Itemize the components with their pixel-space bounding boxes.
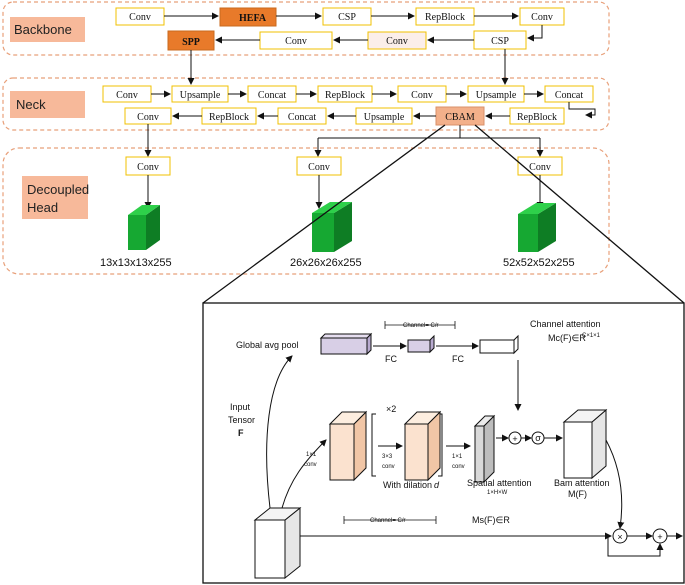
nk-repblock1-label: RepBlock	[325, 90, 365, 101]
conv3-label-1: 3×3	[382, 454, 393, 460]
zoom-line-right	[474, 124, 685, 304]
hd-conv1-label: Conv	[137, 162, 159, 173]
neck-label: Neck	[16, 97, 46, 112]
spatial-attention-label: Spatial attention	[467, 478, 532, 488]
input-to-conv-arrow	[281, 439, 327, 509]
global-avg-pool-label: Global avg pool	[236, 340, 299, 350]
channel-formula: Mc(F)∈R	[548, 333, 586, 343]
bottom-channel-label: Channel= C/r	[370, 518, 406, 524]
output-cube-3	[518, 203, 556, 252]
bb-csp2-label: CSP	[491, 36, 509, 47]
bb-hefa-box	[219, 7, 277, 27]
backbone-container	[2, 1, 610, 56]
output-cube-2	[312, 202, 352, 252]
head-container	[2, 147, 610, 275]
spatial-attention-sup: 1×H×W	[487, 490, 508, 496]
output-dim-1: 13x13x13x255	[100, 257, 172, 269]
nk-conv1-label: Conv	[116, 90, 138, 101]
neck-label-bg	[10, 91, 85, 118]
nk-repblock2-label: RepBlock	[209, 112, 249, 123]
spatial-attention-slab	[473, 414, 496, 484]
backbone-label-bg	[10, 17, 85, 42]
bb-conv4-label: Conv	[386, 36, 408, 47]
nk-cbam-label: CBAM	[445, 112, 475, 123]
channel-c-label: Channel= C/r	[403, 323, 439, 329]
bam-attention-cube	[562, 408, 608, 480]
channel-attention-label: Channel attention	[530, 319, 601, 329]
bottom-formula: Ms(F)∈R	[472, 515, 510, 525]
nk-upsample3-label: Upsample	[364, 112, 405, 123]
bam-attention-label: Bam attention	[554, 478, 610, 488]
nk-concat3-label: Concat	[288, 112, 317, 123]
nk-repblock3-label: RepBlock	[517, 112, 557, 123]
conv1b-label-1: 1×1	[452, 454, 463, 460]
zoom-line-left	[202, 124, 446, 304]
bb-conv3-label: Conv	[285, 36, 307, 47]
bb-conv1-label: Conv	[129, 12, 151, 23]
output-dim-3: 52x52x52x255	[503, 257, 575, 269]
nk-concat1-label: Concat	[258, 90, 287, 101]
hd-conv2-label: Conv	[308, 162, 330, 173]
conv3-label-2: conv	[382, 464, 395, 470]
multiply-node-symbol: ×	[617, 532, 622, 542]
bam-to-multiply-arrow	[605, 439, 625, 529]
output-dim-2: 26x26x26x255	[290, 257, 362, 269]
bb-csp1-label: CSP	[338, 12, 356, 23]
fc1-label: FC	[385, 354, 397, 364]
fc-vector-box	[407, 339, 431, 353]
bam-attention-formula: M(F)	[568, 489, 587, 499]
conv1-label-1: 1×1	[306, 452, 317, 458]
nk-arrow-7	[568, 102, 596, 119]
channel-formula-sup: C×1×1	[582, 333, 601, 339]
add-node-symbol: +	[512, 434, 517, 444]
conv1-label-2: conv	[304, 462, 317, 468]
bb-spp-label: SPP	[182, 37, 200, 48]
input-tensor-cube	[253, 506, 302, 580]
nk-conv3-label: Conv	[137, 112, 159, 123]
input-label-1: Input	[230, 402, 251, 412]
fc-vector-side	[429, 334, 435, 354]
dilation-var: d	[434, 480, 440, 490]
nk-concat2-label: Concat	[555, 90, 584, 101]
bb-repblock-label: RepBlock	[425, 12, 465, 23]
sigmoid-node-symbol: σ	[535, 433, 541, 443]
bb-arrow-5	[527, 25, 543, 42]
pool-vector-top	[319, 333, 373, 339]
nk-upsample2-label: Upsample	[476, 90, 517, 101]
repeat-times-label: ×2	[386, 404, 396, 414]
repeat-bracket-left	[371, 413, 376, 477]
head-label-line1: Decoupled	[27, 182, 89, 197]
nk-conv2-label: Conv	[411, 90, 433, 101]
input-label-2: Tensor	[228, 415, 255, 425]
neck-container	[2, 77, 610, 131]
final-add-node-symbol: +	[657, 532, 662, 542]
hd-conv3-label: Conv	[529, 162, 551, 173]
conv1b-label-2: conv	[452, 464, 465, 470]
head-label-bg	[22, 176, 88, 219]
output-cube-1	[128, 205, 160, 250]
bb-conv2-label: Conv	[531, 12, 553, 23]
input-to-pool-arrow	[266, 355, 293, 509]
bb-hefa-label: HEFA	[239, 13, 267, 24]
backbone-label: Backbone	[14, 22, 72, 37]
residual-path	[607, 536, 664, 557]
head-label-line2: Head	[27, 200, 58, 215]
out-vector-box	[479, 339, 515, 354]
fc2-label: FC	[452, 354, 464, 364]
dilation-label: With dilation	[383, 480, 432, 490]
pool-vector-box	[320, 337, 368, 355]
out-vector-side	[513, 334, 519, 355]
nk-upsample1-label: Upsample	[180, 90, 221, 101]
conv3-cube	[403, 410, 442, 482]
input-label-3: F	[238, 428, 244, 438]
conv1-cube	[328, 410, 368, 482]
